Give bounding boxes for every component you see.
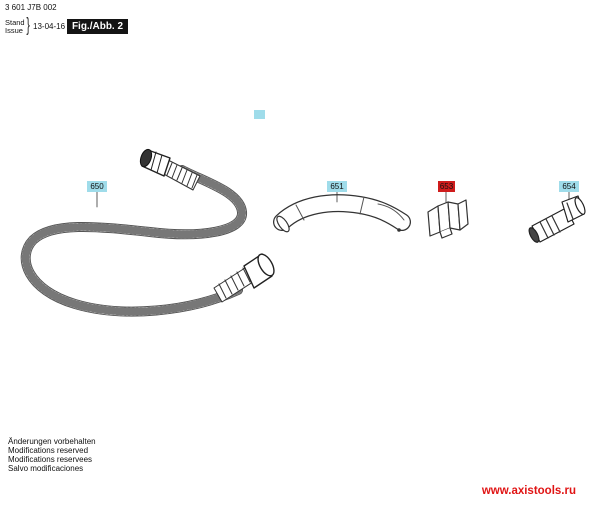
note-de: Änderungen vorbehalten bbox=[8, 437, 96, 446]
part-label-651[interactable]: 651 bbox=[327, 181, 347, 192]
note-es: Salvo modificaciones bbox=[8, 464, 84, 473]
leader-lines bbox=[96, 191, 570, 208]
document-number: 3 601 J7B 002 bbox=[5, 3, 57, 12]
elbow-651-drawing bbox=[273, 194, 411, 233]
issue-label: Issue bbox=[5, 26, 23, 35]
stand-label: Stand bbox=[5, 18, 25, 27]
note-fr: Modifications reservees bbox=[8, 455, 93, 464]
part-label-654[interactable]: 654 bbox=[559, 181, 579, 192]
part-label-650[interactable]: 650 bbox=[87, 181, 107, 192]
hose-650-drawing bbox=[20, 148, 275, 317]
issue-date: 13-04-16 bbox=[33, 22, 66, 31]
adapter-654-drawing bbox=[528, 195, 586, 243]
modification-notes: Änderungen vorbehalten Modifications res… bbox=[8, 437, 96, 473]
brace-glyph: } bbox=[26, 15, 30, 36]
part-label-653[interactable]: 653 bbox=[438, 181, 455, 192]
clip-653-drawing bbox=[427, 199, 469, 239]
note-en: Modifications reserved bbox=[8, 446, 89, 455]
figure-label: Fig./Abb. 2 bbox=[67, 19, 128, 34]
watermark-url: www.axistools.ru bbox=[481, 485, 576, 497]
stand-issue-label: Stand Issue bbox=[5, 19, 25, 35]
position-marker bbox=[254, 110, 265, 119]
